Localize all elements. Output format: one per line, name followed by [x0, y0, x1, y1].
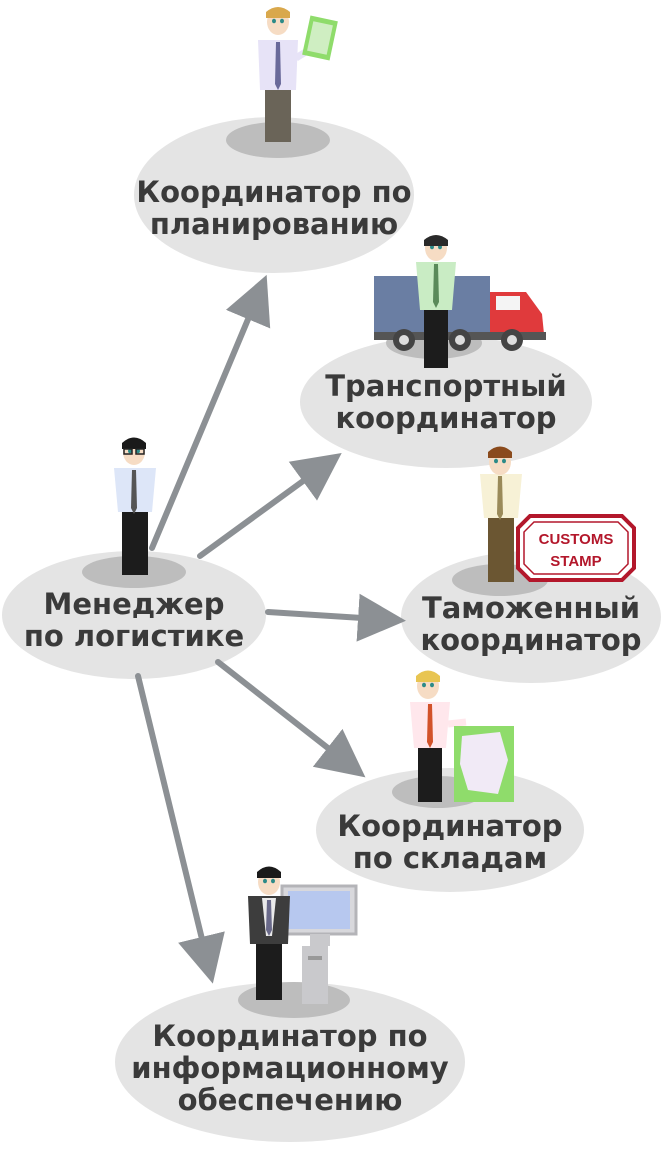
node-ellipse-planning — [134, 117, 414, 273]
planning-coordinator-label: Координатор по планированию — [134, 176, 414, 240]
arrow-to-planning — [149, 274, 271, 551]
logistics-manager-label: Менеджер по логистике — [4, 588, 264, 652]
transport-label-line1: Транспортный — [325, 369, 567, 403]
manager-person-icon — [114, 437, 156, 575]
customs-label-line1: Таможенный — [421, 591, 641, 625]
planning-label-line1: Координатор по — [136, 175, 412, 209]
warehouse-coordinator-label: Координатор по складам — [316, 810, 584, 874]
customs-person-icon — [480, 446, 522, 582]
customs-stamp-icon: CUSTOMS STAMP — [516, 514, 636, 582]
arrow-to-customs — [265, 593, 406, 642]
figure-shadow — [238, 982, 350, 1018]
manager-label-line2: по логистике — [23, 619, 245, 653]
node-ellipse-transport — [300, 336, 592, 468]
arrow-to-transport — [197, 452, 342, 559]
transport-person-icon — [416, 235, 456, 368]
node-ellipse-warehouse — [316, 768, 584, 892]
it-coordinator-label: Координатор по информационному обеспечен… — [115, 1020, 465, 1116]
warehouse-label-line1: Координатор — [337, 809, 563, 843]
planning-label-line2: планированию — [149, 207, 399, 241]
warehouse-person-icon — [410, 670, 467, 802]
arrow-to-it — [135, 673, 225, 984]
map-board-icon — [454, 726, 514, 802]
customs-label-line2: координатор — [420, 623, 642, 657]
stamp-text-line1: CUSTOMS — [539, 531, 614, 548]
customs-coordinator-label: Таможенный координатор — [400, 592, 662, 656]
planning-person-icon — [258, 7, 338, 142]
transport-label-line2: координатор — [335, 401, 557, 435]
transport-coordinator-label: Транспортный координатор — [300, 370, 592, 434]
it-label-line3: обеспечению — [177, 1083, 403, 1117]
warehouse-label-line2: по складам — [352, 841, 548, 875]
it-person-icon — [248, 866, 290, 1000]
manager-label-line1: Менеджер — [43, 587, 225, 621]
stamp-text-line2: STAMP — [550, 553, 601, 570]
it-label-line2: информационному — [131, 1051, 449, 1085]
node-ellipse-central — [2, 551, 266, 679]
node-ellipse-it — [115, 982, 465, 1142]
it-label-line1: Координатор по — [152, 1019, 428, 1053]
truck-icon — [374, 276, 546, 351]
arrow-to-warehouse — [215, 659, 366, 778]
computer-icon — [280, 884, 358, 1004]
